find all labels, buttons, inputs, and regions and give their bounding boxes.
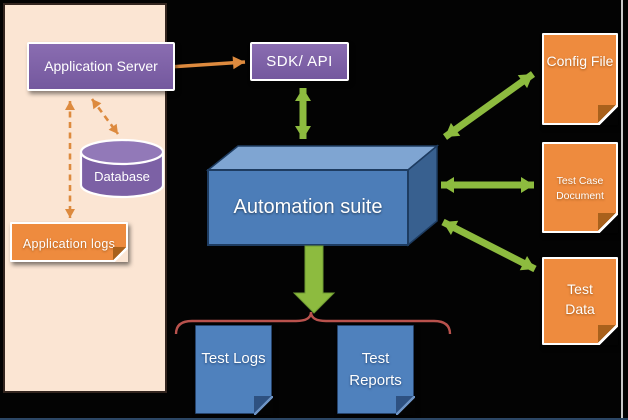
arrow-suite-testdata xyxy=(441,218,537,273)
test-data-note: Test Data xyxy=(542,257,618,345)
config-file-label: Config File xyxy=(546,53,614,69)
test-logs-note: Test Logs xyxy=(195,325,273,415)
test-reports-label: Test Reports xyxy=(349,350,402,389)
test-logs-note-body: Test Logs xyxy=(195,325,273,415)
application-logs-note-body: Application logs xyxy=(10,222,128,262)
application-logs-label: Application logs xyxy=(22,237,116,251)
test-case-document-note: Test Case Document xyxy=(542,142,618,233)
folded-corner-icon xyxy=(598,213,618,233)
test-case-document-note-body: Test Case Document xyxy=(542,142,618,233)
slide-bottom-edge-line xyxy=(0,418,628,420)
config-file-note-body: Config File xyxy=(542,33,618,125)
folded-corner-icon xyxy=(598,105,618,125)
suite-right-face xyxy=(407,144,438,247)
test-case-document-label: Test Case Document xyxy=(556,175,604,203)
application-server-label: Application Server xyxy=(44,58,158,75)
application-logs-note: Application logs xyxy=(10,222,128,262)
folded-corner-icon xyxy=(396,396,415,415)
suite-top-face xyxy=(205,145,440,171)
automation-suite-label: Automation suite xyxy=(233,196,383,218)
sdk-api-box: SDK/ API xyxy=(250,42,349,81)
test-data-label: Test Data xyxy=(565,281,595,318)
arrow-suite-configfile xyxy=(442,71,536,140)
config-file-note: Config File xyxy=(542,33,618,125)
test-reports-note: Test Reports xyxy=(337,325,415,415)
folded-corner-icon xyxy=(254,396,273,415)
slide-right-edge-line xyxy=(621,0,623,420)
test-reports-note-body: Test Reports xyxy=(337,325,415,415)
test-logs-label: Test Logs xyxy=(201,350,266,367)
sdk-api-label: SDK/ API xyxy=(266,53,333,70)
folded-corner-icon xyxy=(598,325,618,345)
arrow-suite-outputs xyxy=(292,245,336,314)
application-server-box: Application Server xyxy=(27,42,175,91)
test-data-note-body: Test Data xyxy=(542,257,618,345)
folded-corner-icon xyxy=(113,247,128,262)
